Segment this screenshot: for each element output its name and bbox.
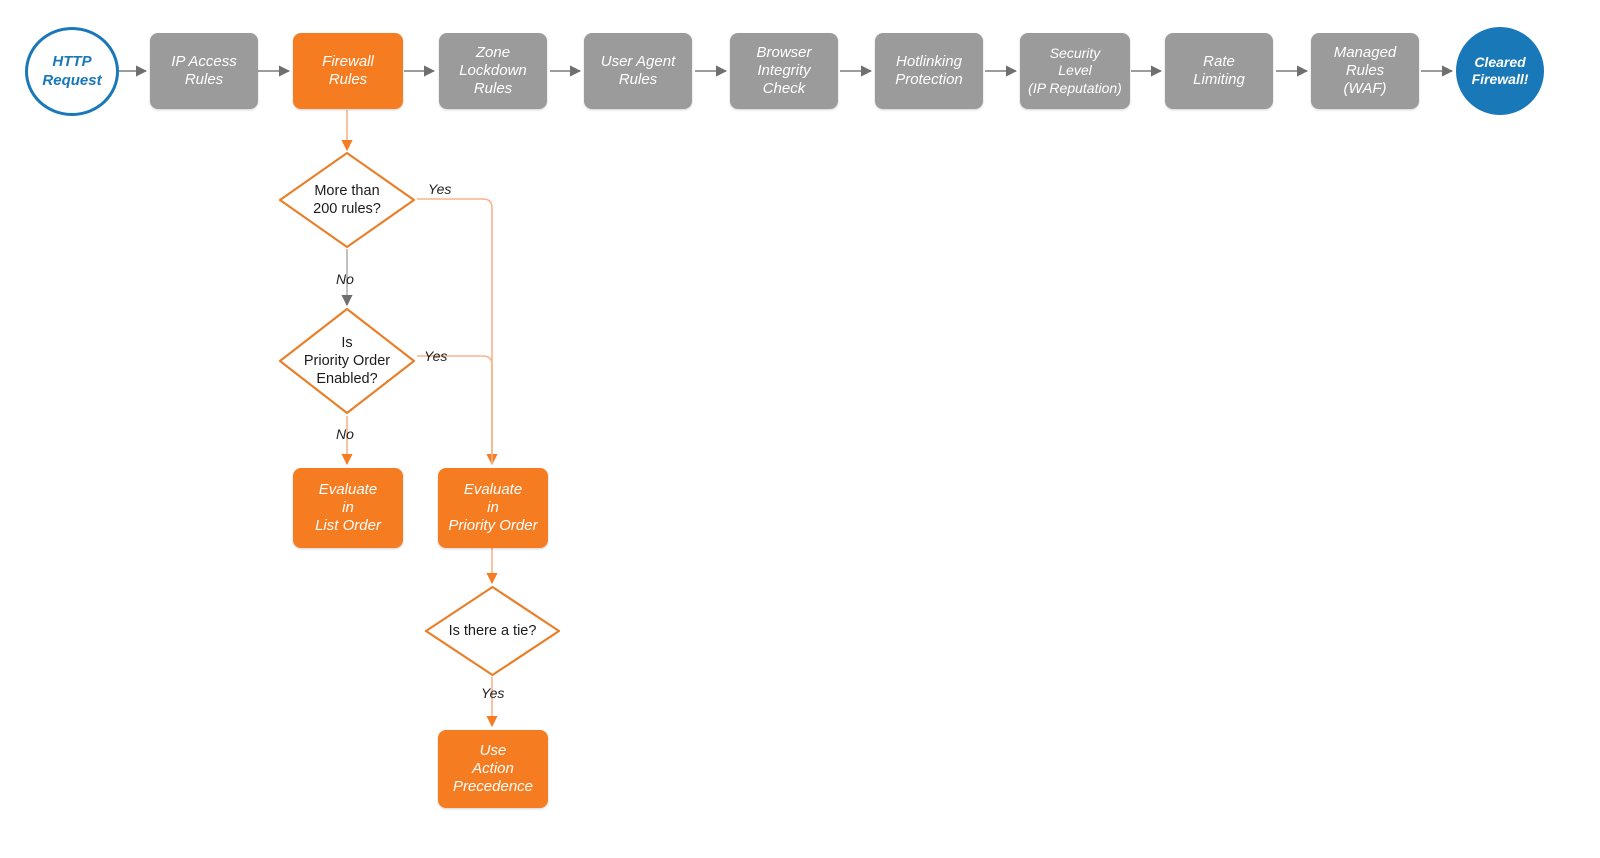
edge-decision200-yes [417,198,498,466]
node-use-action-precedence-label: Use Action Precedence [452,741,534,796]
node-hotlinking-protection-label: Hotlinking Protection [895,52,963,88]
node-zone-lockdown-rules-label: Zone Lockdown Rules [459,43,527,98]
edge-label-priority-order-no: No [336,426,354,442]
node-is-priority-order-enabled[interactable]: Is Priority Order Enabled? [277,306,417,416]
node-managed-rules-waf[interactable]: Managed Rules (WAF) [1311,33,1419,109]
edge-label-tie-yes: Yes [481,685,505,701]
node-user-agent-rules[interactable]: User Agent Rules [584,33,692,109]
edge-label-priority-order-yes: Yes [424,348,448,364]
node-use-action-precedence[interactable]: Use Action Precedence [438,730,548,808]
node-more-than-200-rules[interactable]: More than 200 rules? [277,150,417,250]
edge-priority-yes [417,355,493,464]
node-ip-access-rules[interactable]: IP Access Rules [150,33,258,109]
node-is-priority-order-enabled-label: Is Priority Order Enabled? [303,334,391,388]
edge-label-more-than-200-yes: Yes [428,181,452,197]
diamond-shape [424,585,561,677]
node-firewall-rules-label: Firewall Rules [322,52,374,88]
node-hotlinking-protection[interactable]: Hotlinking Protection [875,33,983,109]
node-http-request[interactable]: HTTP Request [25,27,119,116]
node-rate-limiting[interactable]: Rate Limiting [1165,33,1273,109]
diamond-shape [278,151,416,249]
node-browser-integrity-check-label: Browser Integrity Check [756,43,812,98]
edge-label-more-than-200-no: No [336,271,354,287]
node-ip-access-rules-label: IP Access Rules [171,52,237,88]
node-user-agent-rules-label: User Agent Rules [600,52,676,88]
node-is-there-a-tie[interactable]: Is there a tie? [423,584,562,678]
node-evaluate-in-list-order[interactable]: Evaluate in List Order [293,468,403,548]
node-firewall-rules[interactable]: Firewall Rules [293,33,403,109]
node-cleared-firewall-label: Cleared Firewall! [1471,53,1529,87]
node-more-than-200-rules-label: More than 200 rules? [313,182,381,217]
node-security-level-label: Security Level (IP Reputation) [1028,45,1122,96]
node-evaluate-in-list-order-label: Evaluate in List Order [315,480,381,535]
diamond-shape [278,307,416,415]
node-managed-rules-waf-label: Managed Rules (WAF) [1333,43,1397,98]
node-evaluate-in-priority-order[interactable]: Evaluate in Priority Order [438,468,548,548]
node-cleared-firewall[interactable]: Cleared Firewall! [1456,27,1544,115]
node-browser-integrity-check[interactable]: Browser Integrity Check [730,33,838,109]
node-zone-lockdown-rules[interactable]: Zone Lockdown Rules [439,33,547,109]
node-is-there-a-tie-label: Is there a tie? [448,622,537,639]
node-http-request-label: HTTP Request [42,53,102,89]
node-evaluate-in-priority-order-label: Evaluate in Priority Order [448,480,538,535]
node-security-level[interactable]: Security Level (IP Reputation) [1020,33,1130,109]
node-rate-limiting-label: Rate Limiting [1193,52,1245,88]
